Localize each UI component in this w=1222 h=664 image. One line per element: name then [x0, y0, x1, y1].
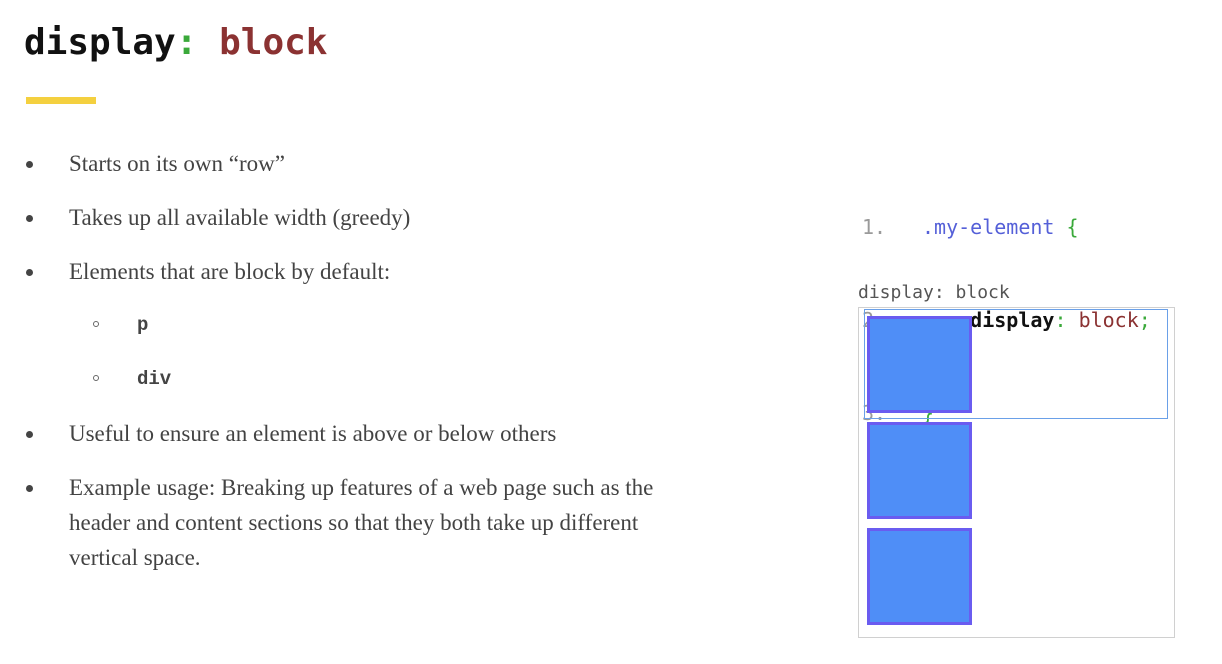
sub-bullet-item: div: [22, 362, 672, 397]
sub-bullet-circle-icon: [93, 321, 99, 327]
bullet-item: Starts on its own “row”: [22, 146, 672, 181]
slide-title: display: block: [24, 20, 327, 66]
bullet-item: Useful to ensure an element is above or …: [22, 416, 672, 451]
bullet-dot-icon: [26, 215, 33, 222]
demo-frame: [858, 307, 1175, 638]
title-keyword: display: [24, 22, 176, 63]
bullet-dot-icon: [26, 485, 33, 492]
bullet-dot-icon: [26, 161, 33, 168]
code-property: display: [970, 308, 1055, 332]
code-line: 1. .my-element {: [862, 212, 1151, 243]
bullet-list: Starts on its own “row” Takes up all ava…: [22, 146, 672, 594]
title-value: block: [219, 22, 328, 63]
code-semicolon: ;: [1138, 308, 1151, 332]
demo-block-box: [867, 316, 972, 413]
title-accent-bar: [26, 97, 96, 104]
bullet-item: Takes up all available width (greedy): [22, 200, 672, 235]
code-snippet: 1..my-element { 2. display: block; 3.}: [862, 150, 1151, 460]
code-open-brace: {: [1066, 215, 1079, 239]
demo-highlight-outline: [864, 309, 1168, 419]
bullet-text: Example usage: Breaking up features of a…: [69, 475, 654, 570]
demo-label: display: block: [858, 282, 1010, 303]
bullet-text: Takes up all available width (greedy): [69, 205, 411, 230]
demo-block-box: [867, 422, 972, 519]
code-selector: .my-element: [922, 215, 1055, 239]
demo-block-box: [867, 528, 972, 625]
line-number: 1.: [862, 215, 887, 239]
sub-bullet-circle-icon: [93, 375, 99, 381]
bullet-dot-icon: [26, 431, 33, 438]
bullet-text: Starts on its own “row”: [69, 151, 285, 176]
code-value: block: [1078, 308, 1139, 332]
sub-bullet-text: div: [137, 368, 172, 390]
bullet-text: Elements that are block by default:: [69, 259, 391, 284]
bullet-dot-icon: [26, 269, 33, 276]
sub-bullet-item: p: [22, 308, 672, 343]
code-colon: :: [1054, 308, 1067, 332]
bullet-item: Elements that are block by default:: [22, 254, 672, 289]
bullet-text: Useful to ensure an element is above or …: [69, 421, 557, 446]
title-colon: :: [175, 22, 198, 63]
sub-bullet-text: p: [137, 314, 149, 336]
bullet-item: Example usage: Breaking up features of a…: [22, 470, 672, 575]
